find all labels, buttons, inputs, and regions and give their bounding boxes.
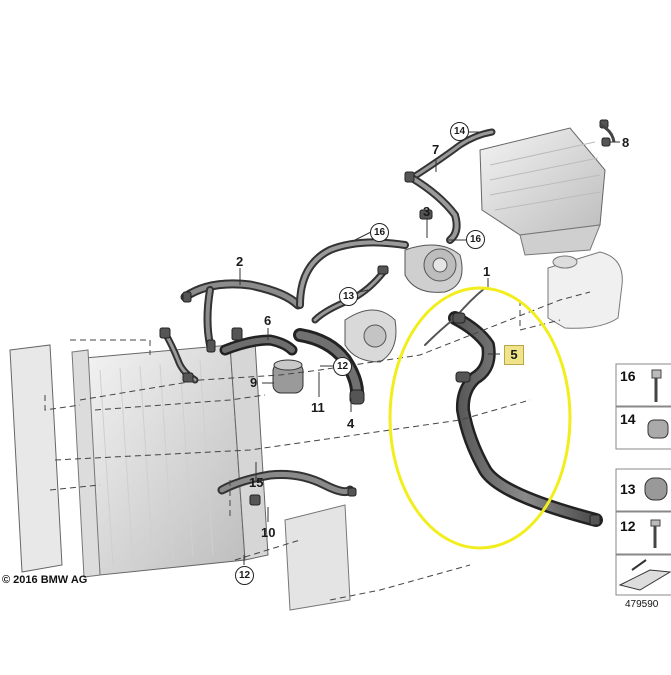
assembly-lines: [44, 291, 591, 601]
callout-9: 9: [250, 375, 258, 390]
callout-5-highlighted: 5: [504, 345, 524, 365]
radiator: [9, 341, 269, 578]
legend-label-13: 13: [620, 481, 636, 497]
callout-2: 2: [236, 254, 244, 269]
legend-label-12: 12: [620, 518, 636, 534]
callout-12-circled: 12: [333, 357, 352, 376]
callout-6: 6: [264, 313, 272, 328]
callout-3: 3: [423, 204, 431, 219]
callout-14-circled: 14: [450, 122, 469, 141]
highlight-ellipse: [388, 286, 572, 550]
thermostat-housing: [404, 244, 463, 293]
legend-label-16: 16: [620, 368, 636, 384]
aux-pump: [272, 359, 304, 394]
callout-16-circled: 16: [466, 230, 485, 249]
callout-11: 11: [311, 400, 325, 415]
callout-13-circled: 13: [339, 287, 358, 306]
callout-12-circled: 12: [235, 566, 254, 585]
callout-1: 1: [483, 264, 491, 279]
intercooler: [479, 127, 606, 256]
fittings: [159, 119, 611, 526]
legend-label-14: 14: [620, 411, 636, 427]
callout-15: 15: [249, 475, 264, 490]
legend: [615, 363, 671, 596]
callout-16-circled: 16: [370, 223, 389, 242]
leader-lines: [239, 131, 620, 565]
callout-8: 8: [622, 135, 630, 150]
water-pump: [344, 309, 397, 363]
callout-4: 4: [347, 416, 355, 431]
callout-7: 7: [432, 142, 440, 157]
callout-10: 10: [261, 525, 276, 540]
lower-shroud: [284, 504, 351, 611]
image-number: 479590: [625, 599, 659, 610]
expansion-tank: [547, 251, 623, 329]
copyright-text: © 2016 BMW AG: [2, 574, 88, 586]
